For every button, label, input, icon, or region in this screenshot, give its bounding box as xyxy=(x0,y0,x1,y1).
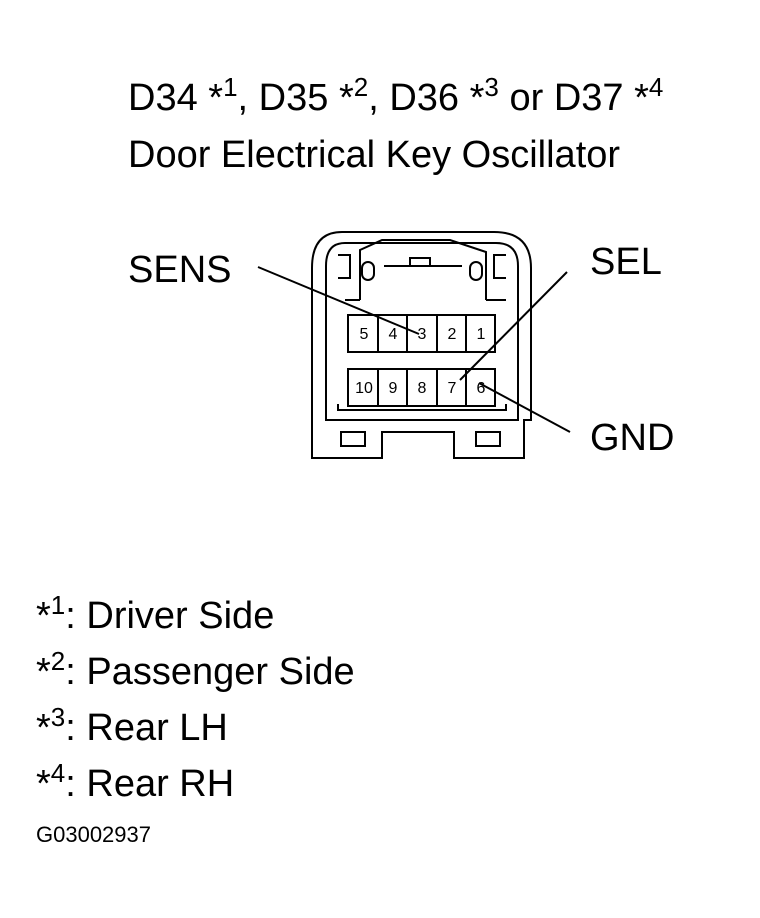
callout-sel: SEL xyxy=(590,241,662,283)
connector-housing-outer xyxy=(311,231,532,459)
latch-slot xyxy=(409,257,431,267)
legend-item-driver-side: *1: Driver Side xyxy=(36,590,275,637)
foot-slot-left xyxy=(340,431,366,447)
pin-9: 9 xyxy=(389,380,398,397)
code-d36: D36 xyxy=(389,77,460,119)
latch-hole-right xyxy=(469,261,483,281)
pin-8: 8 xyxy=(418,380,427,397)
diagram-title-codes: D34 *1, D35 *2, D36 *3 or D37 *4 xyxy=(128,72,664,119)
callout-gnd: GND xyxy=(590,417,675,459)
pin-6: 6 xyxy=(477,380,486,397)
connector-housing-inner xyxy=(325,242,519,421)
leader-line-sens xyxy=(257,266,420,335)
pin-4: 4 xyxy=(389,326,398,343)
code-d37: D37 xyxy=(553,77,624,119)
diagram-title-name: Door Electrical Key Oscillator xyxy=(128,134,621,176)
callout-sens: SENS xyxy=(128,249,232,291)
leader-line-sel xyxy=(459,271,568,381)
pin-5: 5 xyxy=(360,326,369,343)
pin-1: 1 xyxy=(477,326,486,343)
mark-1: 1 xyxy=(223,72,238,102)
mark-2: 2 xyxy=(353,72,369,102)
pin-10: 10 xyxy=(355,380,373,397)
pin-3: 3 xyxy=(418,326,427,343)
legend-item-rear-rh: *4: Rear RH xyxy=(36,758,235,805)
figure-id: G03002937 xyxy=(36,822,151,847)
code-d34: D34 xyxy=(128,77,198,119)
connector-latch xyxy=(359,239,487,300)
mark-3: 3 xyxy=(484,72,499,102)
pin-block-bottom xyxy=(347,368,496,407)
leader-line-gnd xyxy=(478,382,571,433)
foot-slot-right xyxy=(475,431,501,447)
legend-item-rear-lh: *3: Rear LH xyxy=(36,702,228,749)
pin-7: 7 xyxy=(448,380,457,397)
mark-4: 4 xyxy=(648,72,664,102)
code-d35: D35 xyxy=(258,77,329,119)
legend-item-passenger-side: *2: Passenger Side xyxy=(36,646,355,693)
pin-block-top xyxy=(347,314,496,353)
pin-2: 2 xyxy=(448,326,457,343)
latch-hole-left xyxy=(361,261,375,281)
